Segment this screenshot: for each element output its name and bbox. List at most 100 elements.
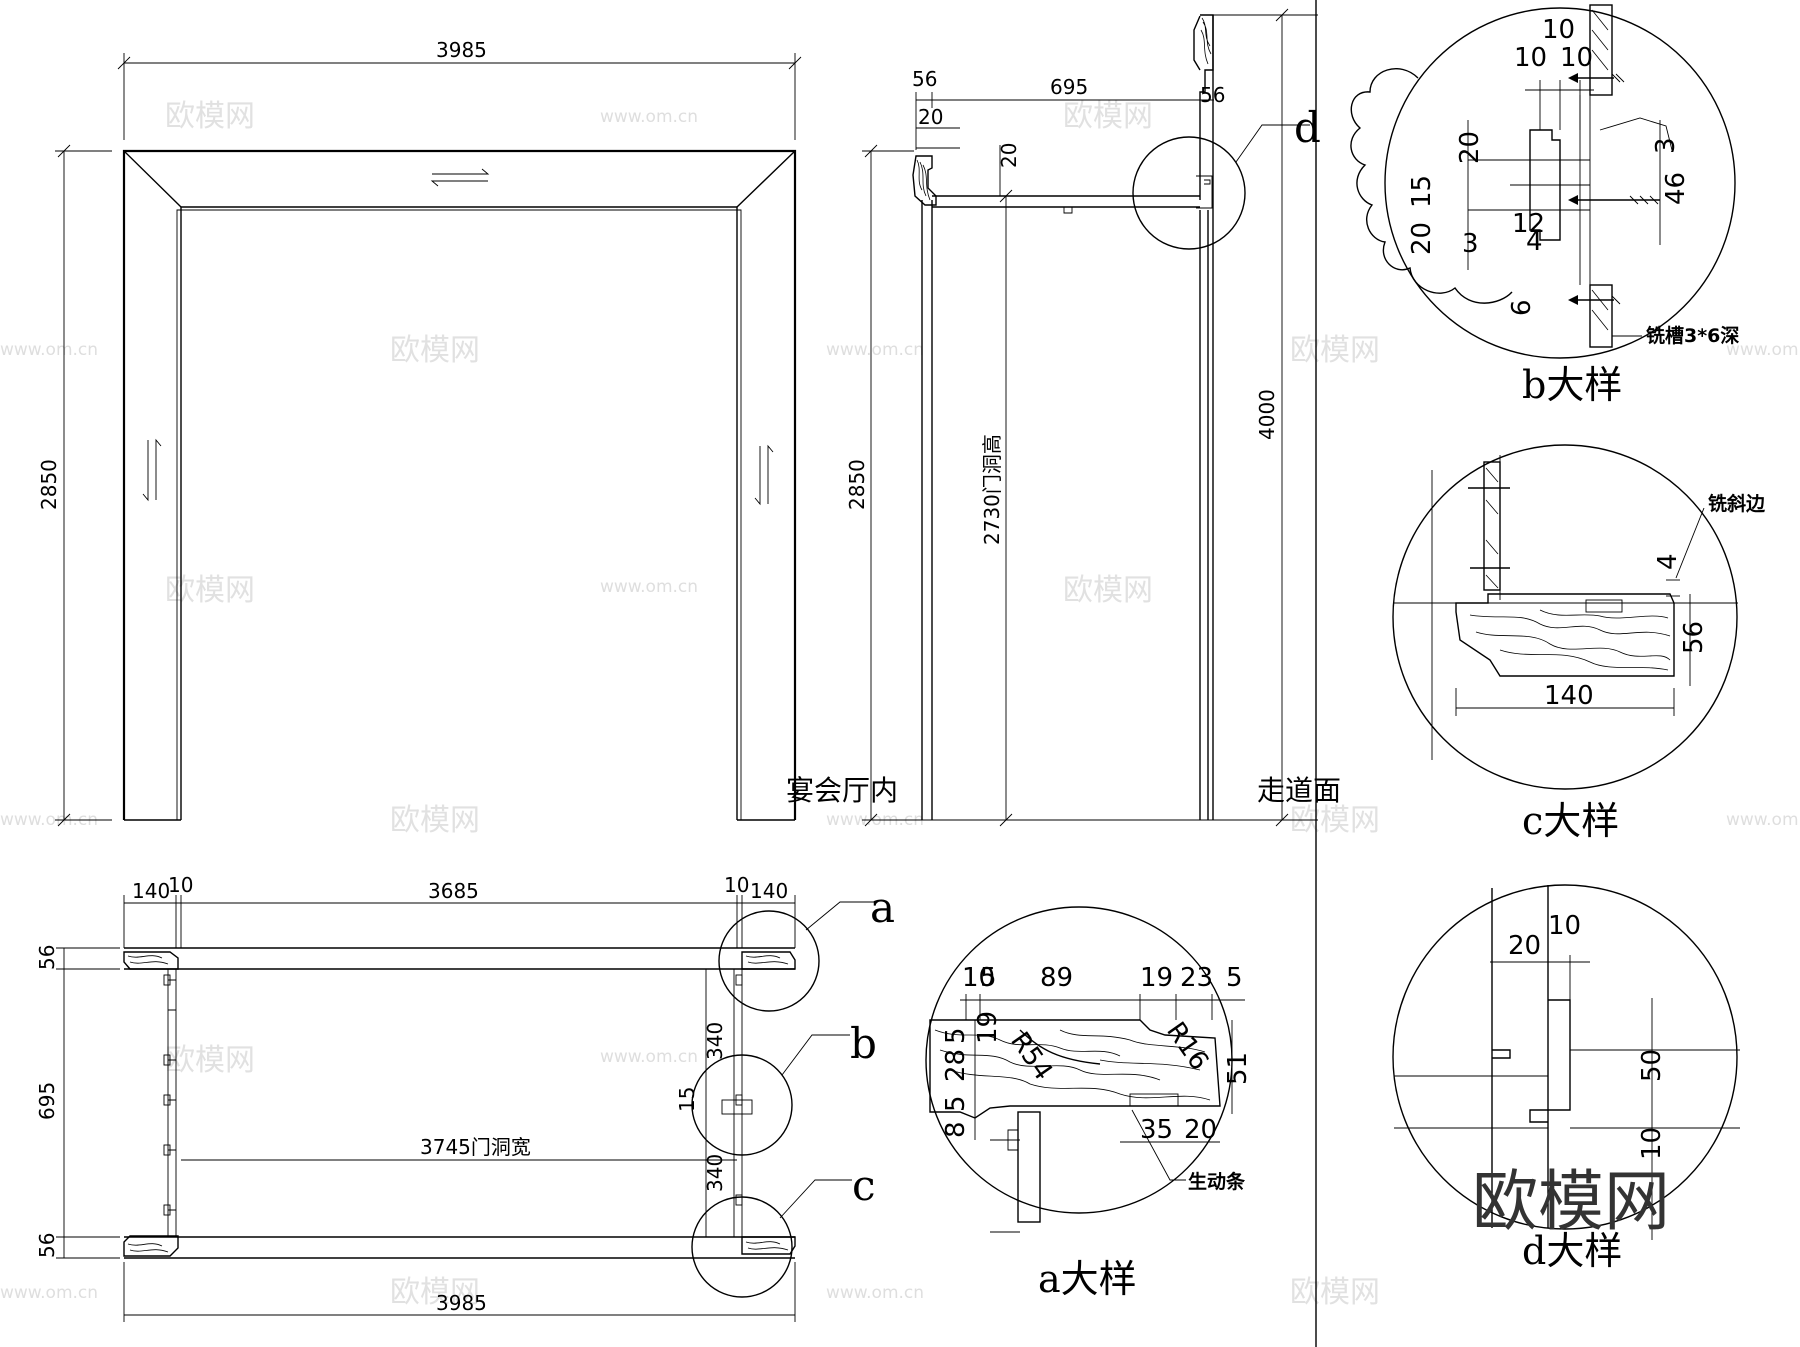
plan-molding-bottom-right [741, 1236, 796, 1255]
callout-a-leader [805, 901, 878, 931]
grain-arrow-left-icon [142, 438, 162, 502]
detail-a-note: 生动条 [1188, 1170, 1246, 1193]
detail-c-caption: c大样 [1522, 799, 1619, 843]
elevation-inner-frame [180, 206, 738, 820]
detail-a: 10 5 89 19 23 5 19 5 28 5 8 51 35 20 R54… [925, 906, 1253, 1301]
callout-b-letter: b [850, 1019, 877, 1068]
watermark-brand: 欧模网 [390, 1275, 480, 1310]
detail-b: 10 10 10 20 15 20 3 12 4 6 3 46 铣槽3*6深 b… [1350, 4, 1739, 407]
watermark-url: www.om.cn [826, 340, 924, 360]
detail-a-caption: a大样 [1038, 1257, 1137, 1301]
section-dim-56-right: 56 [1200, 83, 1225, 107]
detail-c-profile [1455, 593, 1675, 677]
detail-a-dim-5: 5 [980, 963, 997, 993]
callout-a-letter: a [870, 883, 895, 932]
watermark-url: www.om.cn [0, 1283, 98, 1303]
section-label-inside: 宴会厅内 [786, 774, 898, 807]
detail-b-dim-46: 46 [1661, 172, 1691, 205]
detail-a-dim-5b: 5 [1226, 963, 1243, 993]
plan-dim-340-top: 340 [703, 1022, 727, 1060]
callout-b-leader [781, 1034, 850, 1076]
detail-a-dim-35: 35 [1140, 1115, 1173, 1145]
callout-b-circle [691, 1054, 793, 1156]
detail-b-dim-20b: 20 [1407, 222, 1437, 255]
section-left-molding [912, 155, 937, 206]
callout-c-leader [779, 1179, 852, 1219]
detail-c-dim-4: 4 [1653, 553, 1683, 570]
watermarks: 欧模网 www.om.cn 欧模网 欧模网 www.om.cn www.om.c… [0, 99, 1800, 1310]
detail-b-dim-10-a: 10 [1514, 43, 1547, 73]
detail-b-dim-10-b: 10 [1560, 43, 1593, 73]
plan-dim-3745: 3745门洞宽 [420, 1135, 531, 1159]
watermark-brand: 欧模网 [1290, 803, 1380, 838]
detail-a-dim-8: 8 [941, 1121, 971, 1138]
plan-dim-3685: 3685 [428, 879, 479, 903]
detail-c-dim-56: 56 [1679, 621, 1709, 654]
watermark-url: www.om.cn [0, 810, 98, 830]
detail-b-dim-15: 15 [1407, 175, 1437, 208]
detail-c-dim-140: 140 [1544, 681, 1594, 711]
detail-d-caption: d大样 [1522, 1229, 1622, 1273]
plan-molding-top-left [123, 951, 179, 970]
watermark-url: www.om.cn [0, 340, 98, 360]
section-dim-20-top: 20 [918, 105, 943, 129]
detail-d-dim-10: 10 [1548, 911, 1581, 941]
watermark-brand: 欧模网 [165, 573, 255, 608]
side-section: d 56 695 56 20 20 2850 2730门洞高 4000 [786, 8, 1341, 827]
watermark-url: www.om.cn [600, 107, 698, 127]
detail-c-note-leader [1675, 507, 1705, 579]
plan-dim-10-right: 10 [724, 873, 749, 897]
front-elevation: 3985 2850 [37, 38, 802, 827]
watermark-brand: 欧模网 [390, 803, 480, 838]
detail-b-screws [1574, 77, 1660, 301]
detail-b-dim-10-top: 10 [1542, 15, 1575, 45]
watermark-url: www.om.cn [1726, 810, 1800, 830]
callout-c-circle [691, 1196, 793, 1298]
detail-a-note-leader [1131, 1109, 1186, 1181]
detail-d-dim-20: 20 [1508, 931, 1541, 961]
watermark-big: 欧模网 [1472, 1163, 1670, 1240]
watermark-brand: 欧模网 [1063, 99, 1153, 134]
detail-d-dim-10b: 10 [1637, 1127, 1667, 1160]
watermark-url: www.om.cn [600, 1047, 698, 1067]
watermark-url: www.om.cn [600, 577, 698, 597]
detail-a-dim-10: 10 [962, 963, 995, 993]
watermark-brand: 欧模网 [165, 99, 255, 134]
detail-a-dim-19v: 19 [973, 1011, 1003, 1044]
plan-dim-15: 15 [675, 1087, 699, 1112]
watermark-brand: 欧模网 [1290, 333, 1380, 368]
detail-a-dim-23: 23 [1180, 963, 1213, 993]
callout-a-circle [718, 910, 820, 1012]
watermark-brand: 欧模网 [390, 333, 480, 368]
callout-d-letter: d [1294, 103, 1321, 152]
elevation-outer-frame [122, 149, 797, 820]
detail-d-profile [1529, 999, 1571, 1123]
plan-dim-3985: 3985 [436, 1291, 487, 1315]
detail-d-circle [1392, 884, 1738, 1230]
detail-b-cloud [1350, 68, 1513, 304]
detail-a-dim-28: 28 [941, 1049, 971, 1082]
detail-a-r54: R54 [1004, 1027, 1058, 1086]
detail-b-circle [1384, 7, 1736, 359]
detail-a-dim-5v: 5 [941, 1027, 971, 1044]
grain-arrow-right-icon [754, 444, 774, 506]
plan-dim-695: 695 [35, 1082, 59, 1120]
section-dim-695: 695 [1050, 75, 1088, 99]
elevation-height-dim: 2850 [37, 459, 61, 510]
plan-view: a b c 140 10 3685 10 140 56 695 56 340 1… [35, 873, 895, 1322]
watermark-url: www.om.cn [826, 1283, 924, 1303]
detail-c: 56 140 4 铣斜边 c大样 [1392, 444, 1766, 843]
grain-arrow-top-icon [430, 168, 490, 187]
detail-b-caption: b大样 [1522, 363, 1622, 407]
plan-dim-140-right: 140 [750, 879, 788, 903]
watermark-url: www.om.cn [1726, 340, 1800, 360]
section-dim-2730: 2730门洞高 [980, 434, 1004, 545]
plan-molding-top-right [741, 951, 796, 970]
detail-b-note: 铣槽3*6深 [1646, 324, 1739, 347]
watermark-brand: 欧模网 [1290, 1275, 1380, 1310]
detail-c-circle [1392, 444, 1738, 790]
detail-b-dim-20: 20 [1455, 131, 1485, 164]
detail-b-dim-12: 12 [1512, 209, 1545, 239]
plan-dim-340-bottom: 340 [703, 1154, 727, 1192]
